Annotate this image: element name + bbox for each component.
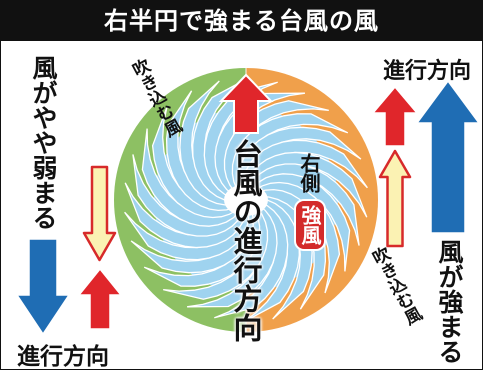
center-right-side-label: 右側 xyxy=(297,153,321,193)
right-direction-arrow xyxy=(371,85,419,147)
right-direction-label: 進行方向 xyxy=(383,59,472,84)
right-wind-stronger-label: 風が強まる xyxy=(435,239,464,364)
diagram-title: 右半円で強まる台風の風 xyxy=(104,7,379,35)
strong-wind-badge: 強風 xyxy=(294,199,326,251)
left-wind-blue-arrow xyxy=(15,238,71,336)
left-direction-label: 進行方向 xyxy=(17,344,109,370)
left-wind-weaker-label: 風がやや弱まる xyxy=(29,55,58,230)
left-direction-arrow xyxy=(77,267,123,330)
left-inflow-arrow xyxy=(82,165,117,262)
right-inflow-arrow xyxy=(378,149,412,248)
typhoon-eye xyxy=(224,184,268,216)
center-direction-arrow xyxy=(218,73,274,134)
title-bar: 右半円で強まる台風の風 xyxy=(1,1,482,41)
center-typhoon-direction-label: 台風の進行方向 xyxy=(229,139,263,342)
right-wind-blue-arrow xyxy=(415,79,481,234)
